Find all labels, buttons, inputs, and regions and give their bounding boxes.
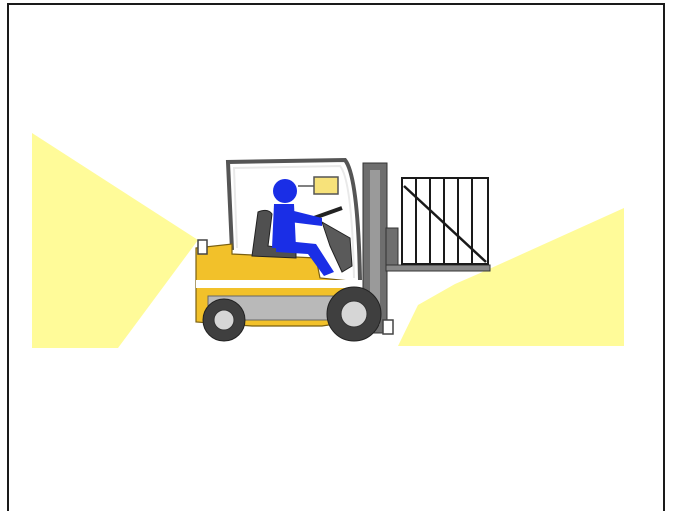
sight-indicator xyxy=(298,177,338,194)
front-marker xyxy=(383,320,393,334)
driver-head xyxy=(273,179,297,203)
load-crate xyxy=(402,178,488,264)
fork-tine xyxy=(386,265,490,271)
rear-hub xyxy=(214,310,234,330)
steering-wheel xyxy=(314,208,342,218)
front-wheel xyxy=(327,287,381,341)
rear-wheel xyxy=(203,299,245,341)
body-stripe xyxy=(196,280,362,288)
front-hub xyxy=(341,301,367,327)
fork-carriage xyxy=(386,228,398,268)
rear-blind-zone xyxy=(32,133,198,348)
rear-light xyxy=(198,240,207,254)
sight-box xyxy=(314,177,338,194)
